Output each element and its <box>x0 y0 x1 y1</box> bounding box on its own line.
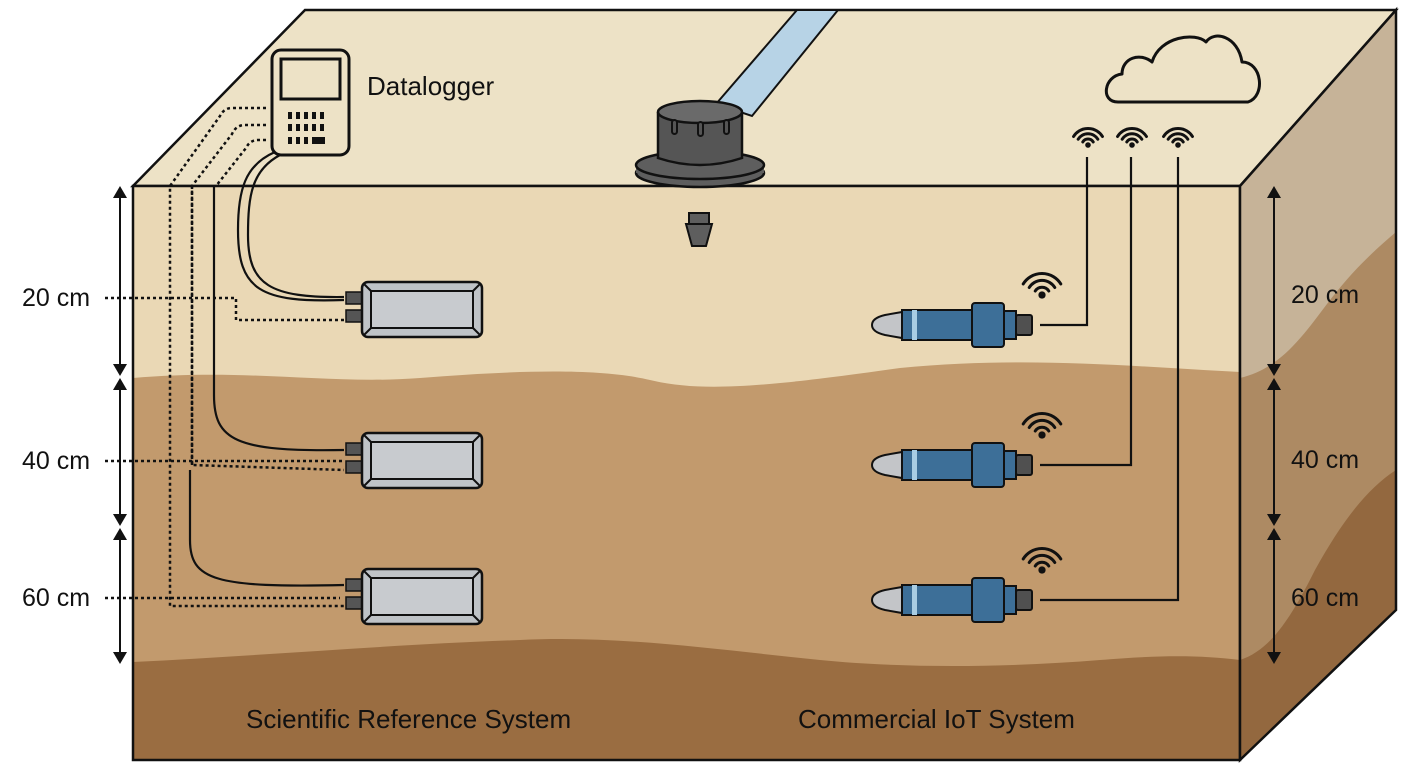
wifi-icon <box>1162 127 1194 148</box>
cloud-icon <box>1105 34 1261 104</box>
dripper-icon <box>634 99 766 247</box>
datalogger-icon <box>270 48 351 157</box>
reference-sensor <box>345 567 484 626</box>
iot-probe <box>870 577 1033 623</box>
wifi-icon <box>1021 271 1063 299</box>
wifi-icon <box>1072 127 1104 148</box>
right-depth-arrows <box>1267 186 1281 664</box>
reference-sensor <box>345 431 484 490</box>
side-layer-3 <box>1240 470 1396 760</box>
depth-label-right-40: 40 cm <box>1291 446 1359 474</box>
side-face-outline <box>1238 6 1398 763</box>
depth-label-right-60: 60 cm <box>1291 584 1359 612</box>
scientific-reference-system-label: Scientific Reference System <box>246 704 571 734</box>
datalogger-label: Datalogger <box>367 71 495 101</box>
commercial-iot-system-label: Commercial IoT System <box>798 704 1075 734</box>
reference-solid-cables <box>188 150 345 587</box>
wifi-icon <box>1116 127 1148 148</box>
reference-dotted-cables <box>105 106 345 608</box>
depth-label-right-20: 20 cm <box>1291 281 1359 309</box>
wifi-icon <box>1021 546 1063 574</box>
depth-label-left-20: 20 cm <box>22 284 90 312</box>
left-depth-arrows <box>113 186 127 664</box>
iot-cables <box>1040 157 1180 602</box>
soil-front-face <box>133 186 1240 760</box>
reference-sensor <box>345 280 484 339</box>
water-stream <box>714 9 841 118</box>
depth-label-left-40: 40 cm <box>22 447 90 475</box>
iot-probe <box>870 302 1033 348</box>
iot-probe <box>870 442 1033 488</box>
depth-label-left-60: 60 cm <box>22 584 90 612</box>
wifi-icon <box>1021 411 1063 439</box>
soil-layer-3 <box>133 639 1240 760</box>
